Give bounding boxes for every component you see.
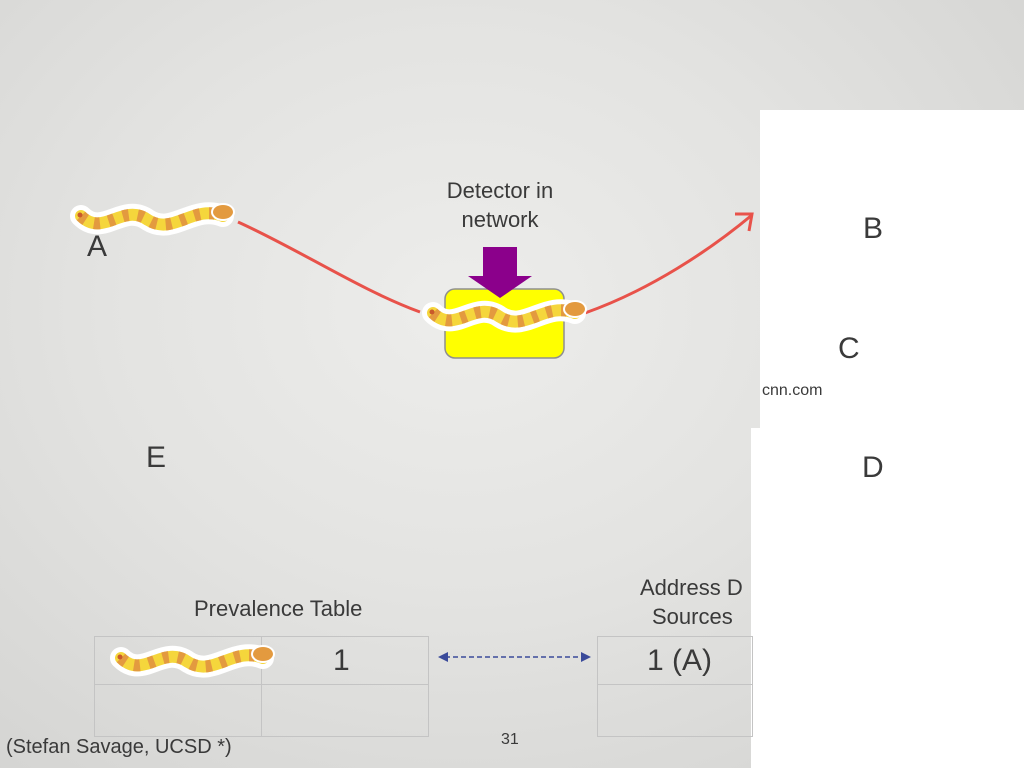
prevalence-cell-empty — [261, 684, 429, 737]
prevalence-table — [94, 636, 429, 737]
detector-label-line2: network — [461, 207, 539, 232]
prevalence-count: 1 — [333, 644, 350, 677]
address-title-line1: Address D — [640, 575, 743, 600]
prevalence-table-title: Prevalence Table — [194, 596, 363, 621]
white-panel-top — [760, 110, 1024, 428]
white-panel-bottom — [751, 428, 1024, 768]
infection-path-incoming — [237, 220, 421, 314]
address-sources-value: 1 (A) — [647, 644, 713, 677]
cnn-label: cnn.com — [762, 382, 823, 399]
node-label-c: C — [838, 332, 860, 365]
node-label-a: A — [87, 230, 108, 263]
prevalence-cell-empty — [94, 684, 262, 737]
node-label-b: B — [863, 212, 884, 245]
credit-text: (Stefan Savage, UCSD *) — [6, 736, 232, 758]
detector-label-line1: Detector in — [446, 178, 554, 203]
path-arrowhead-icon — [735, 212, 754, 232]
address-cell-sources — [597, 636, 753, 685]
double-arrow-left-head — [438, 652, 448, 662]
node-label-e: E — [146, 441, 167, 474]
page-number: 31 — [501, 731, 519, 748]
address-table — [597, 636, 753, 737]
address-title-line2: Sources — [652, 604, 733, 629]
infection-path-outgoing — [584, 213, 753, 315]
address-cell-empty — [597, 684, 753, 737]
node-label-d: D — [862, 451, 884, 484]
worm-icon — [118, 645, 276, 667]
double-arrow-right-head — [581, 652, 591, 662]
worm-icon — [78, 203, 236, 225]
detector-label: Detector in network — [430, 176, 570, 234]
down-arrow-icon — [468, 247, 532, 298]
address-table-title: Address D Sources — [640, 573, 751, 631]
